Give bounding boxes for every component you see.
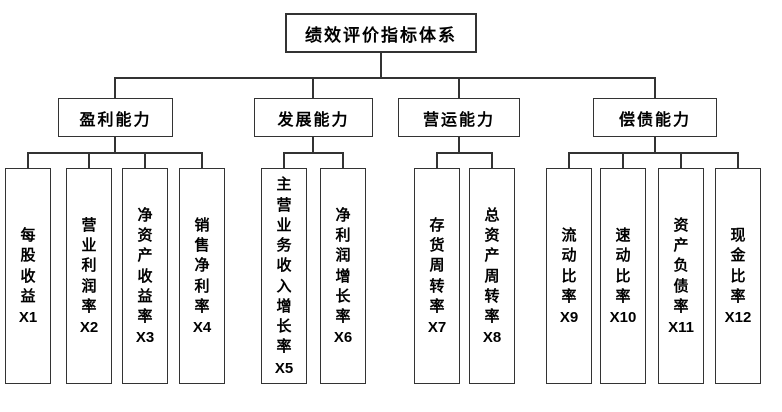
indicator-name: 销售净利率: [194, 216, 210, 315]
indicator-code: X12: [724, 309, 752, 326]
connector-drop-cat-0: [114, 77, 116, 98]
indicator-box-x4: 销售净利率 X4: [179, 168, 225, 384]
indicator-box-x8: 总资产周转率 X8: [469, 168, 515, 384]
indicator-code: X10: [609, 309, 637, 326]
connector-g3-stem: [458, 137, 460, 154]
indicator-name: 净资产收益率: [137, 206, 153, 325]
connector-drop-x9: [568, 152, 570, 168]
indicator-box-x2: 营业利润率 X2: [66, 168, 112, 384]
connector-drop-x11: [680, 152, 682, 168]
indicator-code: X8: [482, 329, 502, 347]
category-label: 营运能力: [422, 111, 495, 129]
connector-drop-x7: [436, 152, 438, 168]
indicator-name: 现金比率: [730, 227, 746, 305]
indicator-name: 总资产周转率: [484, 206, 500, 325]
connector-root-stem: [380, 53, 382, 77]
connector-g3-rail: [436, 152, 493, 154]
connector-drop-x8: [491, 152, 493, 168]
connector-g4-stem: [654, 137, 656, 154]
indicator-name: 资产负债率: [673, 216, 689, 315]
indicator-code: X5: [274, 359, 294, 377]
indicator-name: 存货周转率: [429, 216, 445, 315]
indicator-name: 营业利润率: [81, 216, 97, 315]
category-label: 偿债能力: [618, 111, 691, 129]
indicator-name: 每股收益: [20, 227, 36, 305]
connector-drop-x2: [88, 152, 90, 168]
connector-drop-cat-1: [312, 77, 314, 98]
indicator-code: X11: [668, 319, 694, 337]
category-box-solvency: 偿债能力: [593, 98, 717, 137]
root-title: 绩效评价指标体系: [305, 25, 457, 45]
indicator-name: 主营业务收入增长率: [276, 176, 292, 356]
connector-drop-x3: [144, 152, 146, 168]
indicator-code: X3: [135, 329, 155, 347]
indicator-code: X7: [427, 319, 447, 337]
indicator-box-x7: 存货周转率 X7: [414, 168, 460, 384]
indicator-code: X4: [192, 319, 212, 337]
connector-drop-x4: [201, 152, 203, 168]
root-box: 绩效评价指标体系: [285, 13, 477, 53]
connector-g2-rail: [283, 152, 344, 154]
category-box-operation: 营运能力: [398, 98, 520, 137]
category-box-development: 发展能力: [254, 98, 373, 137]
indicator-box-x1: 每股收益 X1: [5, 168, 51, 384]
indicator-box-x6: 净利润增长率 X6: [320, 168, 366, 384]
indicator-code: X6: [333, 329, 353, 347]
connector-g4-rail: [568, 152, 739, 154]
connector-g2-stem: [312, 137, 314, 154]
connector-g1-rail: [27, 152, 203, 154]
category-label: 发展能力: [277, 111, 350, 129]
connector-drop-x1: [27, 152, 29, 168]
connector-drop-x6: [342, 152, 344, 168]
indicator-code: X1: [18, 309, 38, 326]
indicator-name: 速动比率: [615, 227, 631, 305]
category-label: 盈利能力: [79, 111, 152, 129]
connector-drop-x10: [622, 152, 624, 168]
indicator-box-x11: 资产负债率 X11: [658, 168, 704, 384]
indicator-code: X2: [79, 319, 99, 337]
connector-drop-cat-2: [458, 77, 460, 98]
indicator-box-x10: 速动比率 X10: [600, 168, 646, 384]
indicator-name: 流动比率: [561, 227, 577, 305]
connector-drop-cat-3: [654, 77, 656, 98]
category-box-profitability: 盈利能力: [58, 98, 173, 137]
connector-drop-x12: [737, 152, 739, 168]
indicator-box-x5: 主营业务收入增长率 X5: [261, 168, 307, 384]
connector-drop-x5: [283, 152, 285, 168]
indicator-box-x9: 流动比率 X9: [546, 168, 592, 384]
indicator-code: X9: [559, 309, 579, 326]
indicator-box-x12: 现金比率 X12: [715, 168, 761, 384]
indicator-name: 净利润增长率: [335, 206, 351, 325]
indicator-box-x3: 净资产收益率 X3: [122, 168, 168, 384]
connector-root-rail: [114, 77, 656, 79]
connector-g1-stem: [114, 137, 116, 154]
